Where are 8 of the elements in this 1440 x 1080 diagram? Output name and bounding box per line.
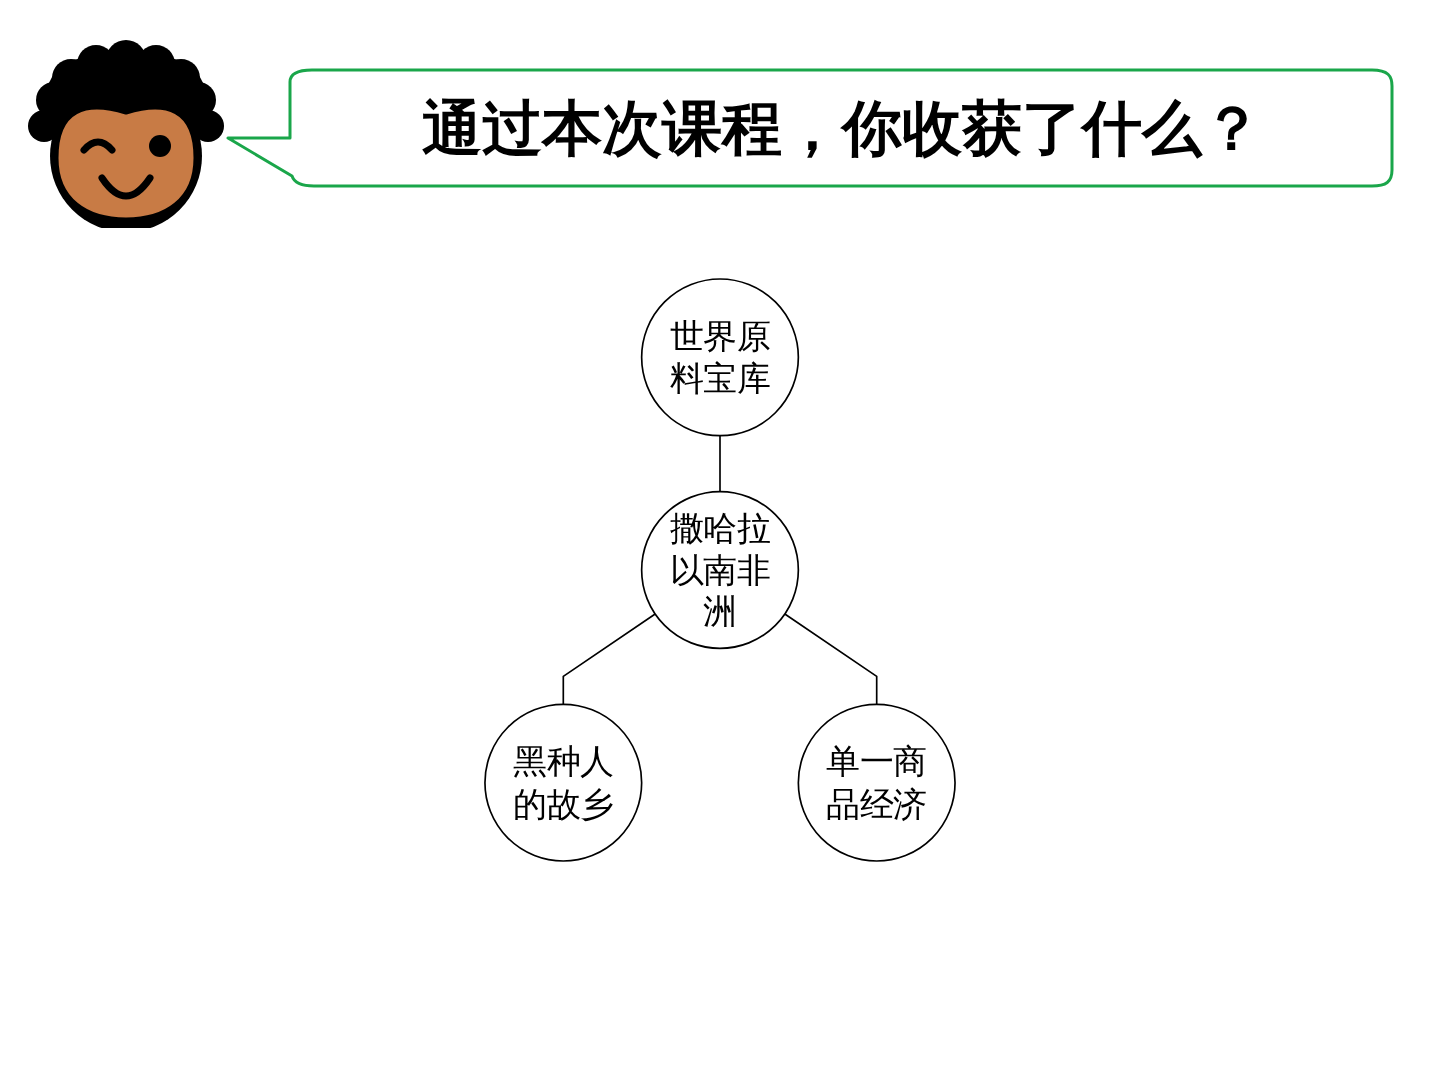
circle-node: 单一商品经济	[797, 703, 956, 862]
connector-line	[719, 434, 721, 493]
circle-node: 黑种人的故乡	[484, 703, 643, 862]
connector-line	[562, 613, 656, 706]
connector-line	[784, 613, 878, 706]
circle-node: 世界原料宝库	[640, 278, 800, 437]
title-text: 通过本次课程，你收获了什么？	[422, 92, 1262, 165]
circle-node: 撒哈拉以南非洲	[640, 490, 800, 650]
